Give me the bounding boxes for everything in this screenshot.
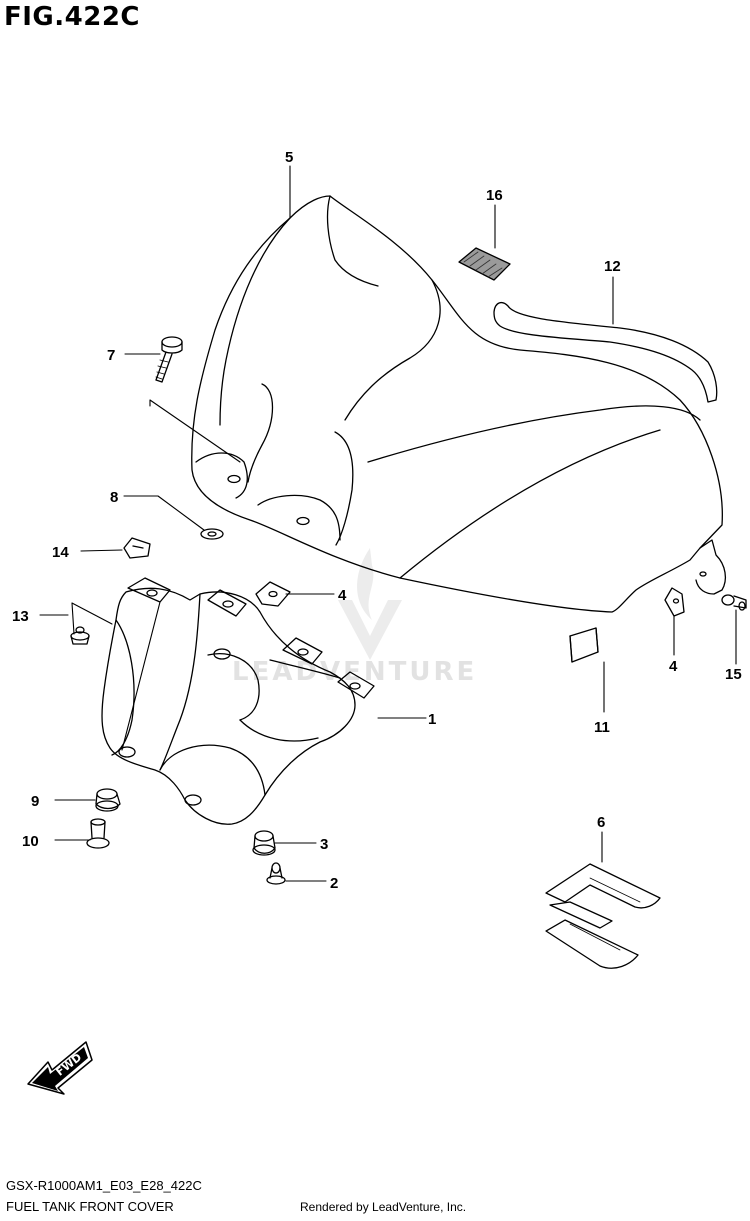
footer-figure-code: GSX-R1000AM1_E03_E28_422C xyxy=(6,1178,202,1193)
part-15-push-rivet xyxy=(721,594,747,611)
callout-11: 11 xyxy=(594,719,610,736)
part-6-emblem xyxy=(545,863,661,969)
callout-7: 7 xyxy=(107,347,115,364)
callout-15: 15 xyxy=(725,666,742,683)
part-13-screw xyxy=(70,626,90,645)
part-2-screw xyxy=(266,862,286,885)
part-3-grommet xyxy=(252,830,276,856)
callout-9: 9 xyxy=(31,793,39,810)
part-8-washer xyxy=(200,528,224,540)
part-11-pad xyxy=(569,627,599,663)
callout-3: 3 xyxy=(320,836,328,853)
part-5-front-cover xyxy=(191,195,727,613)
watermark-text: LEADVENTURE xyxy=(232,657,477,687)
part-7-bolt xyxy=(155,336,183,383)
watermark: LEADVENTURE xyxy=(232,548,477,687)
callout-8: 8 xyxy=(110,489,118,506)
figure-title: FIG.422C xyxy=(4,2,141,32)
callout-4: 4 xyxy=(338,587,347,604)
part-16-label-pad xyxy=(458,247,511,281)
callout-1: 1 xyxy=(428,711,436,728)
callout-labels: 1 2 3 4 4 5 6 7 8 9 10 11 12 13 14 15 16 xyxy=(12,149,742,892)
callout-2: 2 xyxy=(330,875,338,892)
callout-10: 10 xyxy=(22,833,39,850)
leader-lines xyxy=(39,165,737,882)
part-4-clip-nut xyxy=(255,581,291,607)
callout-5: 5 xyxy=(285,149,293,166)
callout-4-side: 4 xyxy=(669,658,678,675)
part-12-strip xyxy=(493,301,718,403)
part-14-clip-nut xyxy=(123,537,151,559)
callout-13: 13 xyxy=(12,608,29,625)
fwd-arrow[interactable]: FWD xyxy=(27,1041,93,1095)
part-10-collar xyxy=(86,818,110,849)
callout-16: 16 xyxy=(486,187,503,204)
footer-figure-name: FUEL TANK FRONT COVER xyxy=(6,1199,174,1214)
callout-6: 6 xyxy=(597,814,605,831)
footer-rendered-by: Rendered by LeadVenture, Inc. xyxy=(300,1200,467,1214)
part-1-bracket xyxy=(101,577,375,825)
callout-12: 12 xyxy=(604,258,621,275)
part-9-grommet xyxy=(95,788,121,812)
part-4-clip-nut-side xyxy=(664,587,685,617)
callout-14: 14 xyxy=(52,544,69,561)
